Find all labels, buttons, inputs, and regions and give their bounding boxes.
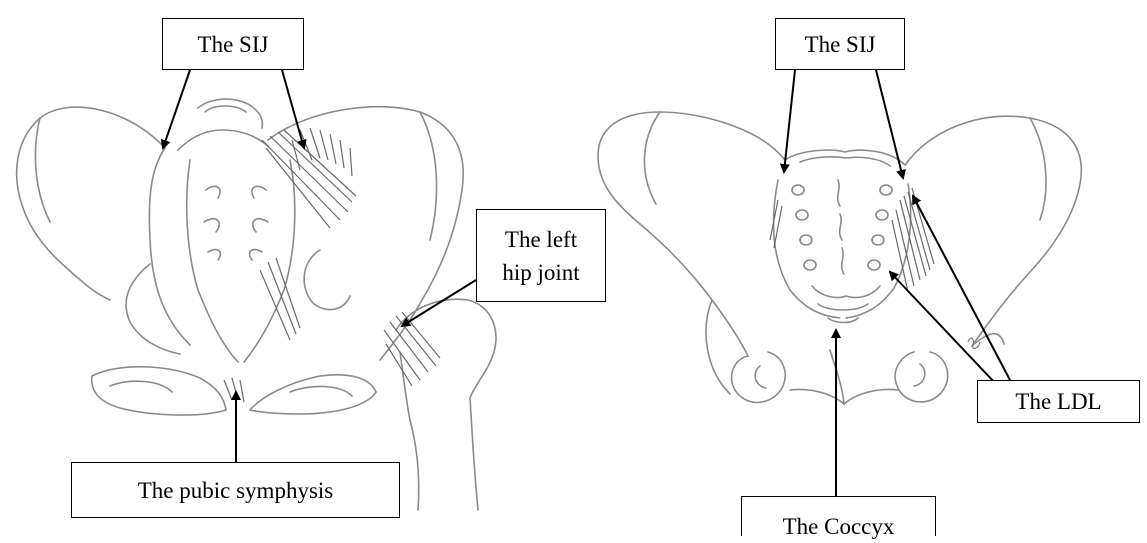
arrow-sij-front-left (163, 70, 190, 148)
label-sij-front: The SIJ (162, 18, 304, 70)
front-ligament-shading (224, 128, 440, 402)
arrow-ldl-lower (890, 272, 996, 384)
arrow-ldl-upper (913, 196, 1010, 380)
back-ligament-shading (770, 188, 934, 292)
label-left-hip-joint: The left hip joint (476, 209, 606, 302)
arrow-left-hip-joint (402, 280, 476, 326)
front-pelvis-drawing (17, 99, 496, 510)
label-pubic-symphysis: The pubic symphysis (71, 462, 400, 518)
label-coccyx-text: The Coccyx (783, 510, 895, 543)
arrow-sij-front-right (282, 70, 304, 148)
back-pelvis-drawing (598, 112, 1081, 404)
label-left-hip-joint-text: The left hip joint (502, 223, 579, 289)
label-pubic-symphysis-text: The pubic symphysis (138, 474, 334, 507)
label-coccyx: The Coccyx (741, 496, 936, 536)
label-sij-front-text: The SIJ (198, 28, 269, 61)
label-ldl-text: The LDL (1015, 385, 1101, 418)
label-sij-back: The SIJ (775, 18, 905, 70)
back-artist-signature (968, 338, 980, 348)
label-sij-back-text: The SIJ (805, 28, 876, 61)
arrow-sij-back-right (876, 70, 903, 178)
label-ldl: The LDL (977, 380, 1140, 423)
